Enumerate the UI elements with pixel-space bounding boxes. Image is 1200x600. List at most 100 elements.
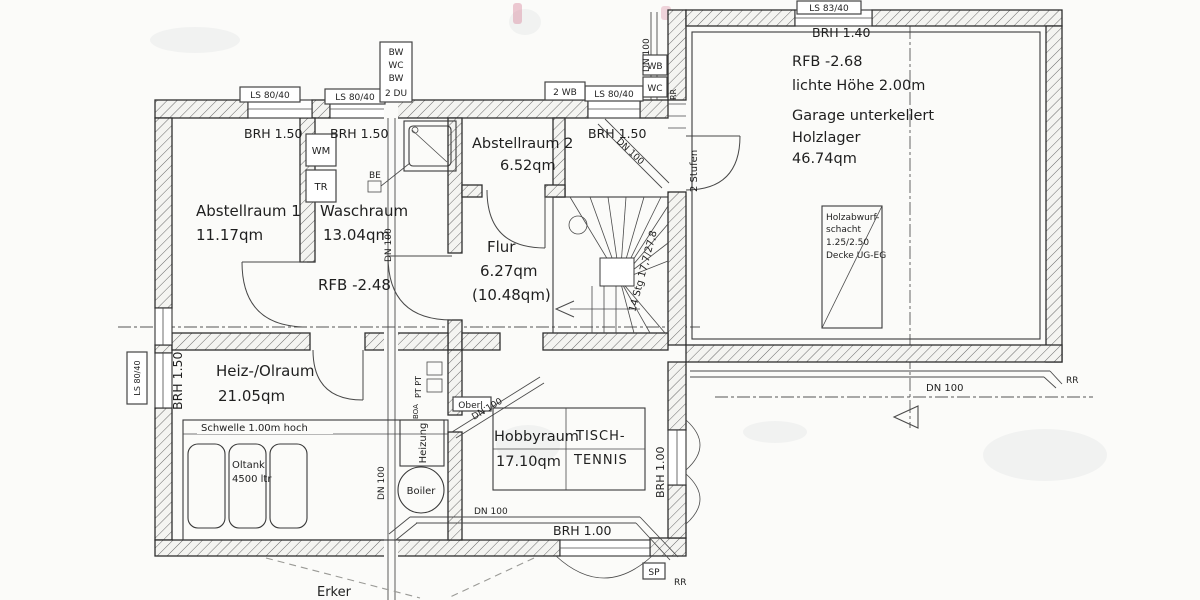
brh-label: BRH 1.00	[553, 523, 612, 538]
ls-box: LS 80/40	[324, 88, 386, 105]
pipe-wall-gap	[384, 538, 398, 558]
svg-text:WC: WC	[647, 84, 662, 94]
svg-text:LS 80/40: LS 80/40	[335, 93, 375, 103]
door	[312, 349, 364, 401]
window-labels: LS 80/40 LS 80/40 LS 80/40 LS 80/40 BRH …	[126, 41, 668, 580]
chimney-cleanout	[426, 361, 443, 376]
wall-segment	[154, 117, 173, 309]
fixture-list-box: BW WC BW 2 DU	[379, 41, 413, 103]
wall-segment	[542, 332, 669, 351]
oil-tank	[187, 443, 226, 529]
wall-segment	[667, 191, 687, 346]
stufen-label: 2 Stufen	[689, 150, 700, 192]
rr-label: RR	[669, 88, 678, 100]
garage: Holzabwurf- schacht 1.25/2.50 Decke UG-E…	[691, 0, 1041, 340]
stair-newel	[599, 257, 635, 287]
svg-text:BW: BW	[389, 48, 404, 58]
pipe-wall-gap	[384, 331, 398, 352]
rr-label: RR	[1066, 376, 1079, 386]
garage-wall	[1045, 25, 1063, 363]
room-area-hobbyraum: 17.10qm	[496, 454, 561, 470]
room-label-abstellraum2: Abstellraum 2	[472, 136, 573, 152]
window	[154, 307, 173, 346]
heizung-label: Heizung	[418, 423, 429, 464]
oil-tank-room: Schwelle 1.00m hoch Oltank 4500 ltr	[182, 419, 449, 541]
dn100-label: DN 100	[474, 507, 508, 517]
wb2-box: 2 WB	[544, 81, 586, 101]
tischtennis-label: TISCH-	[575, 429, 626, 444]
garage-area-label: 46.74qm	[792, 151, 857, 167]
room-label-abstellraum1: Abstellraum 1	[196, 202, 301, 220]
table-tennis: Hobbyraum 17.10qm TISCH- TENNIS	[492, 407, 646, 491]
dn100-label: DN 100	[377, 466, 387, 500]
window	[154, 352, 173, 409]
wall-segment	[154, 407, 173, 541]
heizung-unit	[399, 419, 445, 467]
garage-name-label: Holzlager	[792, 130, 860, 146]
svg-text:2 WB: 2 WB	[553, 88, 577, 98]
dn100-label: DN 100	[614, 137, 646, 167]
oberlicht-box: Oberl.	[452, 396, 492, 412]
svg-text:2 DU: 2 DU	[385, 89, 407, 99]
wm-box: WM	[305, 133, 337, 167]
stair-post	[568, 215, 588, 235]
wall-segment	[364, 332, 449, 351]
room-label-flur: Flur	[487, 238, 516, 256]
holzabwurfschacht: Holzabwurf- schacht 1.25/2.50 Decke UG-E…	[821, 205, 886, 329]
svg-text:LS 80/40: LS 80/40	[250, 91, 290, 101]
svg-text:BW: BW	[389, 74, 404, 84]
oil-tank	[228, 443, 267, 529]
boa-label: BOA	[412, 404, 420, 419]
garage-height-label: lichte Höhe 2.00m	[792, 78, 925, 94]
svg-text:TR: TR	[313, 182, 327, 193]
door	[387, 255, 453, 321]
garage-inner-face	[691, 31, 1041, 340]
brh-label: BRH 1.50	[588, 126, 647, 141]
erker-label: Erker	[317, 585, 352, 600]
room-area-waschraum: 13.04qm	[323, 226, 390, 244]
shower-tray	[403, 120, 457, 172]
brh-label: BRH 1.50	[170, 351, 185, 410]
svg-text:WB: WB	[647, 62, 662, 72]
garage-wall	[685, 9, 796, 27]
wall-segment	[544, 184, 566, 198]
brh-label: BRH 1.00	[654, 447, 667, 498]
room-area-abstellraum1: 11.17qm	[196, 226, 263, 244]
rfb-label: RFB -2.48	[318, 276, 391, 294]
schacht-label: schacht	[826, 225, 862, 235]
window	[587, 99, 641, 119]
wall-segment	[461, 332, 501, 351]
schwelle-label: Schwelle 1.00m hoch	[201, 423, 308, 434]
erker-outline	[265, 557, 535, 599]
wall-segment	[171, 332, 311, 351]
oil-tank	[269, 443, 308, 529]
room-area-flur: 6.27qm	[480, 262, 538, 280]
boiler-label: Boiler	[407, 486, 437, 497]
pipe-labels: DN 100 DN 100 DN 100 DN 100 DN 100 DN 10…	[377, 38, 1079, 588]
doors	[241, 103, 741, 401]
garage-wall	[871, 9, 1063, 27]
tr-box: TR	[305, 169, 337, 203]
be-fixture	[367, 180, 382, 193]
door	[486, 189, 546, 249]
brh-label: BRH 1.40	[812, 25, 871, 40]
svg-text:LS 80/40: LS 80/40	[133, 360, 142, 395]
light-wells	[555, 419, 701, 579]
window	[559, 539, 651, 557]
rr-label: RR	[674, 578, 687, 588]
scan-artifacts	[150, 3, 1107, 481]
door	[241, 261, 308, 328]
room-label-heizoelraum: Heiz-/Olraum	[216, 362, 314, 380]
wall-segment	[461, 184, 483, 198]
room-area-flur-alt: (10.48qm)	[472, 286, 551, 304]
pipe-wall-gap	[384, 98, 398, 120]
svg-text:SP: SP	[648, 568, 660, 578]
wall-segment	[667, 9, 687, 101]
tischtennis-label: TENNIS	[573, 453, 628, 468]
schacht-label: 1.25/2.50	[826, 238, 869, 248]
schacht-label: Decke UG-EG	[826, 251, 886, 261]
window	[247, 99, 313, 119]
chimney-cleanout	[426, 378, 443, 393]
